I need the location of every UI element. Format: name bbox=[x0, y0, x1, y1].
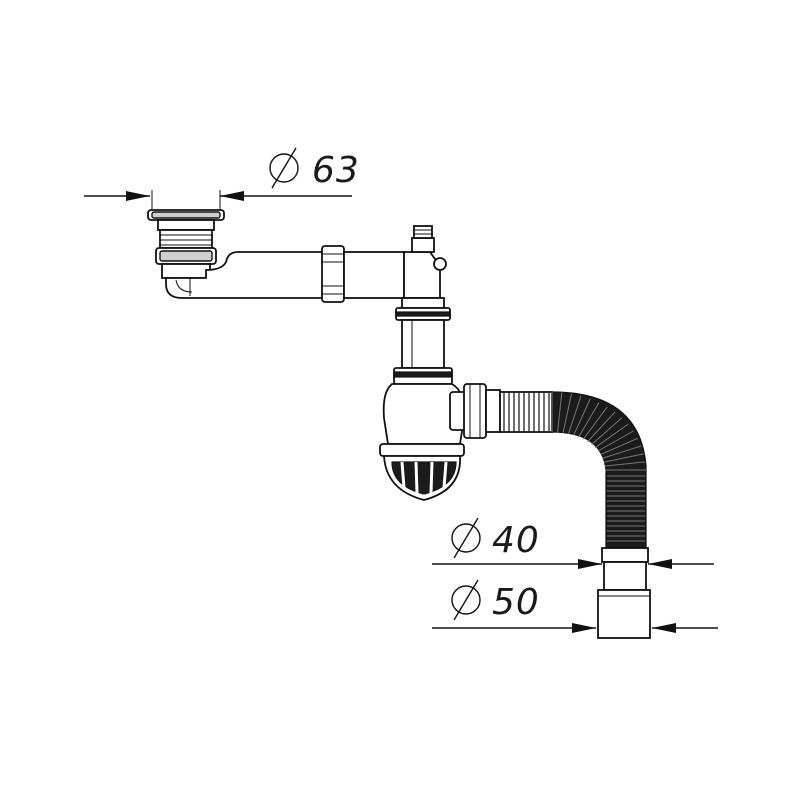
hose-rib bbox=[573, 398, 591, 436]
vertical-pipe bbox=[393, 297, 453, 385]
hose-rib bbox=[557, 392, 563, 433]
trap-outlet-connector bbox=[449, 383, 501, 439]
diameter-symbol-icon bbox=[451, 517, 481, 559]
corrugated-flex-hose bbox=[499, 391, 647, 549]
hose-rib bbox=[603, 453, 645, 463]
hose-rib bbox=[591, 417, 623, 445]
dimension-outlet-50: 50 bbox=[432, 579, 718, 633]
outlet-small-diameter-label: 40 bbox=[492, 520, 540, 561]
outlet-fittings bbox=[597, 547, 651, 639]
horizontal-branch-pipe bbox=[165, 245, 441, 303]
hose-rib bbox=[602, 445, 642, 459]
hose-rib bbox=[604, 461, 646, 467]
hose-rib bbox=[567, 395, 582, 435]
hose-nipple-fitting bbox=[411, 225, 447, 271]
sink-drain-strainer bbox=[147, 209, 225, 279]
inlet-diameter-label: 63 bbox=[312, 150, 360, 191]
bottle-trap bbox=[379, 383, 466, 501]
diameter-symbol-icon bbox=[451, 579, 481, 621]
hose-rib bbox=[587, 411, 616, 443]
hose-rib bbox=[594, 423, 629, 449]
hose-rib bbox=[600, 437, 639, 456]
hose-rib bbox=[597, 430, 634, 452]
diameter-symbol-icon bbox=[269, 147, 299, 189]
hose-rib bbox=[562, 393, 573, 433]
hose-rib bbox=[578, 402, 600, 438]
outlet-large-diameter-label: 50 bbox=[492, 582, 540, 623]
hose-rib bbox=[582, 406, 608, 440]
dimension-outlet-40: 40 bbox=[432, 517, 714, 569]
dimension-inlet-63: 63 bbox=[84, 147, 360, 214]
